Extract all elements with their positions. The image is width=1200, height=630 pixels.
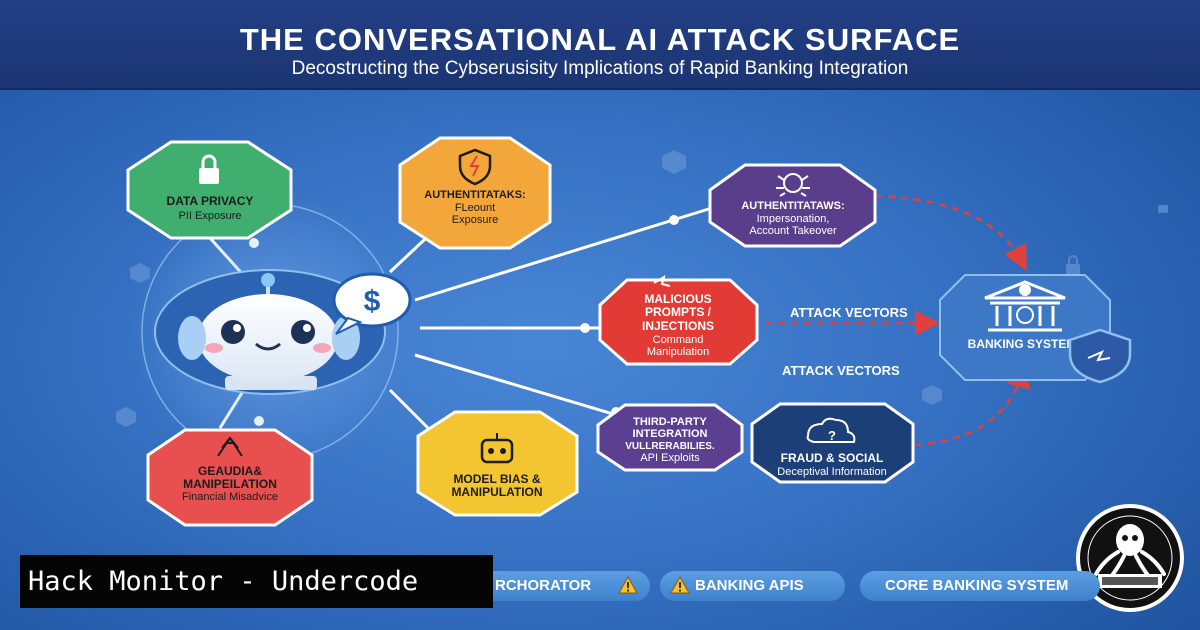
- tower-icon: [217, 436, 243, 457]
- malicious-line2: PROMPTS /: [645, 305, 712, 319]
- model-bias-line2: MANIPULATION: [451, 485, 542, 499]
- prompt-arrow-icon: [653, 274, 671, 287]
- node-auth-attacks: AUTHENTITATAKS: FLeount Exposure: [398, 136, 552, 250]
- cube-icon: [116, 407, 136, 427]
- robot-antenna-icon: [261, 273, 275, 287]
- attack-arrow-top: [874, 194, 1027, 271]
- third-party-line3: VULLRERABILIES.: [625, 441, 715, 452]
- warning-icon: [618, 575, 638, 594]
- third-party-line1: THIRD-PARTY: [633, 416, 707, 428]
- footer-banking-apis-pill: [660, 571, 845, 601]
- lock-icon: [1066, 264, 1080, 275]
- bank-building-icon: [984, 280, 1066, 332]
- dollar-bubble-icon: $: [332, 272, 412, 335]
- cube-icon: [922, 385, 942, 405]
- footer-banking-apis-label: BANKING APIS: [695, 577, 804, 594]
- auth-attacks-sub1: FLeount: [455, 202, 495, 214]
- banking-system-label: BANKING SYSTEM: [968, 337, 1077, 351]
- robot-ear-icon: [178, 316, 206, 360]
- page-title: THE CONVERSATIONAL AI ATTACK SURFACE: [239, 22, 961, 57]
- data-privacy-title: DATA PRIVACY: [167, 194, 254, 208]
- bug-icon: [783, 173, 803, 193]
- malicious-line3: INJECTIONS: [642, 319, 714, 333]
- third-party-line2: INTEGRATION: [633, 428, 708, 440]
- auth-attacks-sub2: Exposure: [452, 214, 498, 226]
- svg-text:?: ?: [828, 428, 836, 443]
- malicious-line5: Manipulation: [647, 346, 709, 358]
- warning-icon: [670, 575, 690, 594]
- malicious-line4: Command: [653, 334, 704, 346]
- octopus-icon: [1116, 524, 1144, 556]
- fraud-title: FRAUD & SOCIAL: [781, 451, 884, 465]
- page-subtitle: Decostructing the Cybserusisity Implicat…: [291, 58, 909, 79]
- model-bias-line1: MODEL BIAS &: [453, 472, 540, 486]
- node-model-bias: MODEL BIAS & MANIPULATION: [416, 410, 579, 517]
- shield-bolt-icon: [458, 148, 492, 186]
- attack-arrows: [765, 194, 1031, 447]
- attack-vectors-label-top: ATTACK VECTORS: [790, 305, 908, 320]
- geaudia-line2: MANIPEILATION: [183, 477, 277, 491]
- undercode-badge: [1076, 504, 1184, 612]
- attack-arrow-bottom: [914, 362, 1031, 447]
- cloud-question-icon: [806, 417, 856, 443]
- geaudia-line3: Financial Misadvice: [182, 491, 278, 503]
- robot-eye-icon: [221, 320, 245, 344]
- euro-coin-icon: [1019, 284, 1031, 296]
- footer-core-banking-pill: [860, 571, 1100, 601]
- robot-head-icon: [198, 294, 338, 382]
- dollar-symbol: $: [364, 285, 381, 318]
- node-third-party: THIRD-PARTY INTEGRATION VULLRERABILIES. …: [596, 403, 744, 472]
- malicious-line1: MALICIOUS: [644, 292, 711, 306]
- auth-impersonation-sub2: Account Takeover: [749, 225, 837, 237]
- auth-attacks-title: AUTHENTITATAKS:: [424, 189, 525, 201]
- fraud-sub: Deceptival Information: [777, 466, 886, 478]
- header-banner: THE CONVERSATIONAL AI ATTACK SURFACE Dec…: [0, 0, 1200, 90]
- auth-impersonation-title: AUTHENTITATAWS:: [741, 200, 844, 212]
- euro-coin-icon: [1016, 306, 1034, 324]
- third-party-line4: API Exploits: [640, 452, 700, 464]
- data-privacy-sub: PII Exposure: [179, 210, 242, 222]
- cube-icon: [662, 150, 686, 174]
- node-fraud-social: ? FRAUD & SOCIAL Deceptival Information: [750, 402, 915, 484]
- lock-icon: [1158, 205, 1168, 213]
- watermark-label: Hack Monitor - Undercode: [20, 555, 493, 608]
- node-malicious-prompts: MALICIOUS PROMPTS / INJECTIONS Command M…: [598, 274, 759, 366]
- footer-orchestrator-label: RCHORATOR: [495, 577, 592, 594]
- robot-ear-icon: [332, 316, 360, 360]
- ai-chatbot: $: [130, 192, 412, 472]
- node-geaudia: GEAUDIA& MANIPEILATION Financial Misadvi…: [146, 428, 314, 527]
- footer-orchestrator-pill: [470, 571, 650, 601]
- footer-core-banking-label: CORE BANKING SYSTEM: [885, 577, 1069, 594]
- auth-impersonation-sub1: Impersonation,: [757, 213, 830, 225]
- banking-system: BANKING SYSTEM: [939, 274, 1132, 384]
- geaudia-line1: GEAUDIA&: [198, 464, 262, 478]
- padlock-icon: [199, 168, 219, 184]
- attack-vectors-label-bottom: ATTACK VECTORS: [782, 363, 900, 378]
- node-auth-impersonation: AUTHENTITATAWS: Impersonation, Account T…: [708, 163, 877, 248]
- robot-eye-icon: [291, 320, 315, 344]
- node-data-privacy: DATA PRIVACY PII Exposure: [126, 140, 293, 240]
